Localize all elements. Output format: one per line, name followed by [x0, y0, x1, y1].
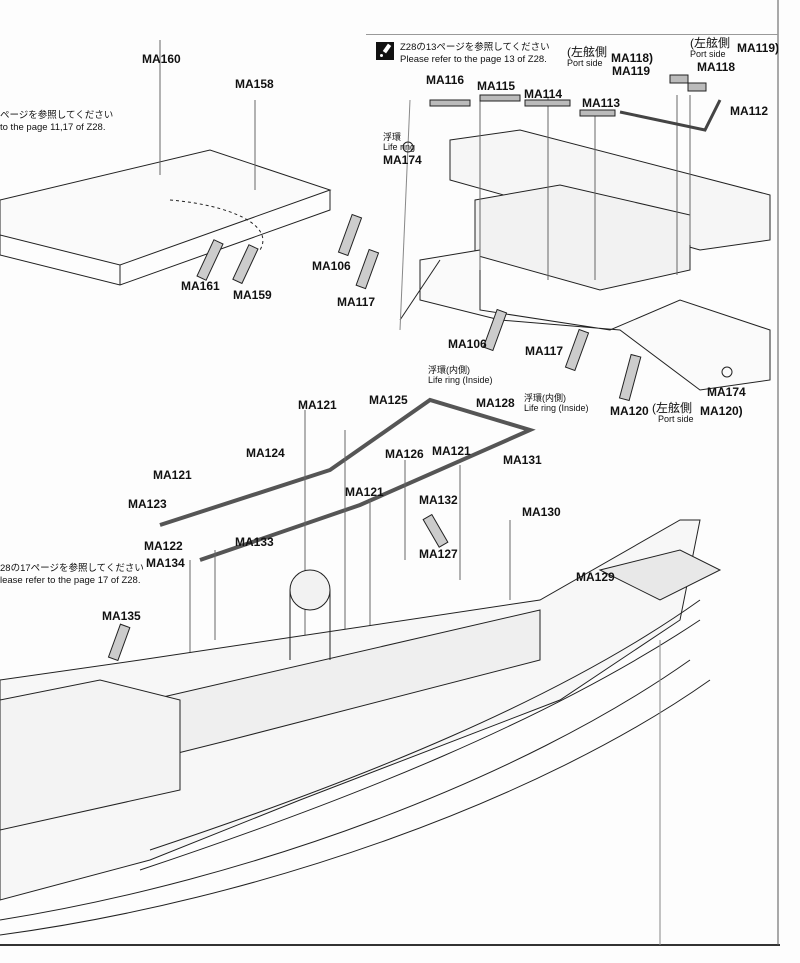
part-label-ma118: MA118)	[611, 51, 654, 65]
part-label-ma158: MA158	[235, 77, 274, 91]
life-ring-jp: 浮環(内側)	[524, 393, 566, 403]
ref-note-jp: 28の17ページを参照してください	[0, 563, 144, 574]
ref-note-en: Please refer to the page 13 of Z28.	[400, 54, 547, 65]
part-label-ma126: MA126	[385, 447, 424, 461]
life-ring-inside-note-1: 浮環(内側)Life ring (Inside)	[428, 365, 493, 385]
part-label-ma117-b: MA117	[525, 344, 564, 358]
part-label-ma134: MA134	[146, 556, 185, 570]
part-label-ma119-port: MA119)	[737, 41, 780, 55]
part-label-ma121-c: MA121	[432, 444, 471, 458]
part-label-ma106: MA106	[312, 259, 351, 273]
port-side-en: Port side	[567, 58, 603, 68]
part-label-ma120: MA120	[610, 404, 649, 418]
ref-note-top-right: Z28の13ページを参照してください Please refer to the p…	[400, 42, 550, 66]
part-label-ma115: MA115	[477, 79, 516, 93]
part-label-ma120-port: MA120)	[700, 404, 743, 418]
ref-note-jp: Z28の13ページを参照してください	[400, 42, 550, 53]
port-side-jp: 左舷側	[571, 45, 608, 59]
bridge-structure	[337, 74, 771, 402]
part-label-ma122: MA122	[144, 539, 183, 553]
part-label-ma132: MA132	[419, 493, 458, 507]
life-ring-en: Life ring (Inside)	[524, 403, 589, 413]
part-label-ma116: MA116	[426, 73, 465, 87]
part-label-ma174-b: MA174	[707, 385, 746, 399]
life-ring-en: Life ring	[383, 142, 416, 152]
part-label-ma129: MA129	[576, 570, 615, 584]
life-ring-en: Life ring (Inside)	[428, 375, 493, 385]
life-ring-jp: 浮環(内側)	[428, 365, 470, 375]
port-side-jp: 左舷側	[656, 401, 693, 415]
part-label-ma135: MA135	[102, 609, 141, 623]
part-label-ma121-d: MA121	[345, 485, 384, 499]
part-label-ma124: MA124	[246, 446, 285, 460]
part-label-ma113: MA113	[582, 96, 621, 110]
port-side-jp: 左舷側	[694, 36, 731, 50]
port-side-en: Port side	[658, 414, 694, 424]
part-label-ma119: MA119	[612, 64, 651, 78]
part-label-ma127: MA127	[419, 547, 458, 561]
part-label-ma161: MA161	[181, 279, 220, 293]
part-label-ma174: MA174	[383, 153, 422, 167]
life-ring-inside-note-2: 浮環(内側)Life ring (Inside)	[524, 393, 589, 413]
upper-deck-left	[0, 40, 332, 286]
ref-note-top-left: ページを参照してください to the page 11,17 of Z28.	[0, 110, 113, 134]
part-label-ma121: MA121	[298, 398, 337, 412]
part-label-ma118-port: MA118	[697, 60, 736, 74]
part-label-ma112: MA112	[730, 104, 769, 118]
part-label-ma114: MA114	[524, 87, 563, 101]
ship-hull	[0, 519, 722, 945]
ref-note-en: to the page 11,17 of Z28.	[0, 122, 106, 133]
part-label-ma128: MA128	[476, 396, 515, 410]
reference-icon	[376, 42, 394, 60]
ref-note-en: lease refer to the page 17 of Z28.	[0, 575, 141, 586]
part-label-ma117: MA117	[337, 295, 376, 309]
part-label-ma106-b: MA106	[448, 337, 487, 351]
part-label-ma160: MA160	[142, 52, 181, 66]
part-label-ma121-b: MA121	[153, 468, 192, 482]
part-label-ma130: MA130	[522, 505, 561, 519]
part-label-ma133: MA133	[235, 535, 274, 549]
ref-note-mid-left: 28の17ページを参照してください lease refer to the pag…	[0, 563, 144, 587]
port-side-en: Port side	[690, 49, 726, 59]
part-label-ma131: MA131	[503, 453, 542, 467]
part-label-ma159: MA159	[233, 288, 272, 302]
part-label-ma125: MA125	[369, 393, 408, 407]
part-label-ma123: MA123	[128, 497, 167, 511]
life-ring-jp: 浮環	[383, 132, 402, 142]
ref-note-jp: ページを参照してください	[0, 110, 114, 121]
